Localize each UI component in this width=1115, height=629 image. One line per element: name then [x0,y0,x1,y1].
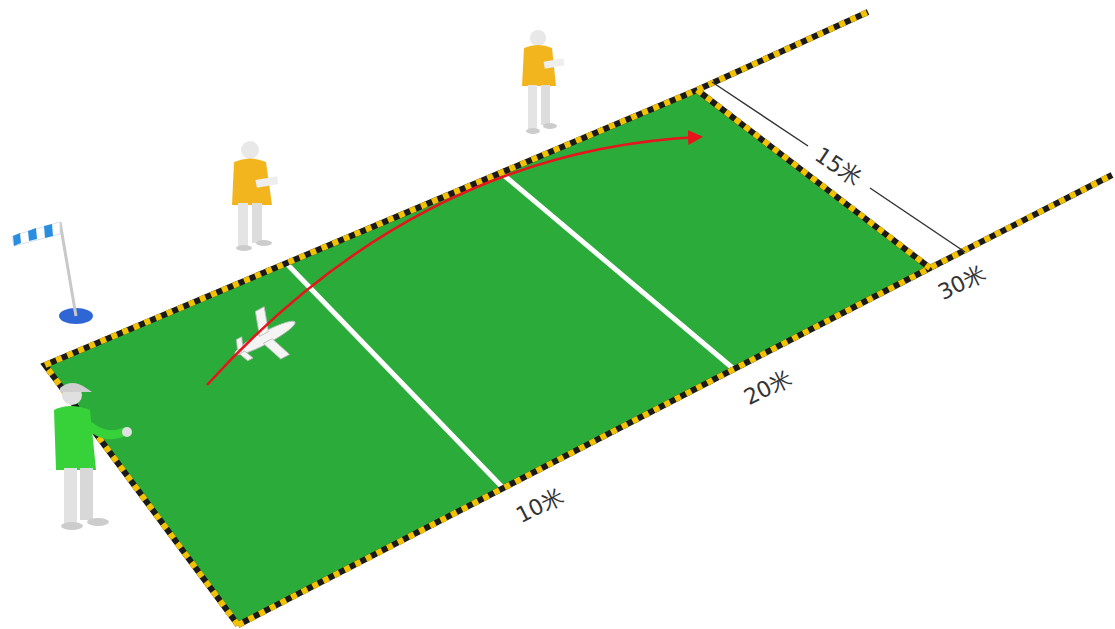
pilot-figure [54,383,132,530]
ten-meter-line [288,265,505,490]
observer-figure [232,141,279,251]
dimension-line [712,82,965,252]
dimension-label: 20米 [738,365,799,412]
dimension-label: 10米 [510,483,571,530]
model-plane [222,297,307,377]
flight-path-arrow [207,137,700,385]
hazard-border [45,12,1112,625]
twenty-meter-line [500,172,735,370]
observer-figure [522,30,565,134]
windsock [12,222,93,324]
dimension-label: 30米 [932,260,993,307]
